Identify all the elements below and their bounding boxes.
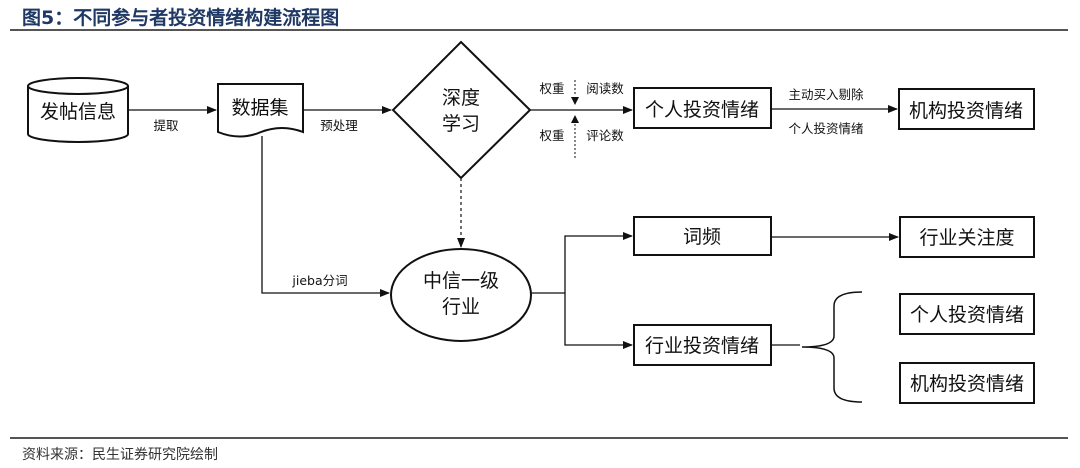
post-info-label: 发帖信息 [40, 101, 116, 123]
citic-industry-ellipse [390, 248, 532, 342]
label-personal-sentiment-note: 个人投资情绪 [788, 121, 863, 136]
comments-arrow [571, 115, 579, 123]
institutional-sentiment-label-2: 机构投资情绪 [910, 373, 1024, 395]
label-jieba: jieba分词 [291, 273, 347, 288]
reads-arrow [571, 97, 579, 105]
edge-branch-to-wordfreq [564, 232, 633, 293]
edge-dataset-to-citic [261, 136, 390, 297]
label-weight-top: 权重 [539, 81, 564, 96]
dataset-document [217, 83, 304, 138]
deep-learning-label-2: 学习 [442, 113, 480, 135]
label-weight-bottom: 权重 [539, 128, 564, 143]
personal-sentiment-label-2: 个人投资情绪 [910, 304, 1024, 326]
label-comments: 评论数 [586, 128, 624, 143]
institutional-sentiment-box-2 [899, 362, 1035, 404]
split-brace [801, 291, 863, 403]
dataset-label: 数据集 [231, 97, 288, 119]
label-preprocess: 预处理 [320, 118, 358, 133]
label-reads: 阅读数 [586, 81, 624, 96]
source-rule [10, 437, 1068, 439]
title-rule [10, 29, 1068, 31]
industry-sentiment-box [633, 324, 772, 366]
label-active-buy-remove: 主动买入剔除 [788, 87, 864, 102]
deep-learning-label-1: 深度 [442, 87, 480, 109]
word-frequency-box [633, 216, 772, 256]
institutional-sentiment-box [898, 88, 1035, 130]
deep-learning-diamond [391, 40, 532, 180]
citic-label-1: 中信一级 [423, 270, 499, 292]
industry-sentiment-label: 行业投资情绪 [645, 335, 759, 357]
personal-sentiment-box-2 [899, 293, 1035, 335]
label-extract: 提取 [153, 118, 179, 133]
word-frequency-label: 词频 [683, 226, 721, 248]
figure-title: 图5：不同参与者投资情绪构建流程图 [22, 7, 340, 29]
figure-source: 资料来源：民生证券研究院绘制 [22, 447, 218, 463]
personal-sentiment-label: 个人投资情绪 [645, 99, 759, 121]
industry-attention-label: 行业关注度 [919, 227, 1014, 249]
industry-attention-box [899, 216, 1035, 258]
citic-label-2: 行业 [442, 296, 480, 318]
edge-branch-to-industry-sentiment [564, 293, 633, 349]
personal-sentiment-box [633, 87, 772, 129]
post-info-cylinder [27, 77, 129, 143]
institutional-sentiment-label: 机构投资情绪 [909, 100, 1023, 122]
